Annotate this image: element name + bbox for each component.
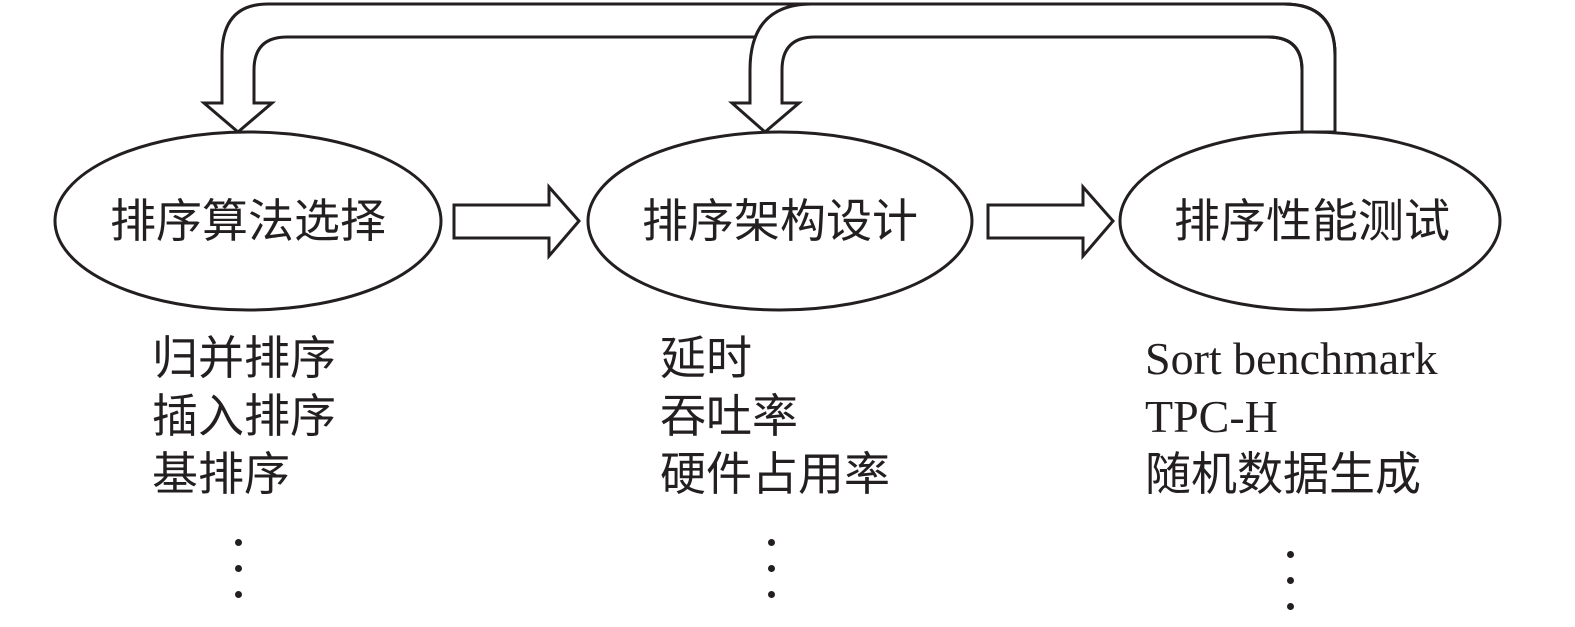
list-item: Sort benchmark xyxy=(1145,333,1438,384)
ellipsis-dot xyxy=(235,539,242,546)
node-algo-ellipse xyxy=(53,130,443,312)
test-benchmarks-list: Sort benchmark TPC-H 随机数据生成 xyxy=(1145,330,1438,504)
ellipsis-dot xyxy=(235,565,242,572)
ellipsis-dot xyxy=(1287,577,1294,584)
arch-metrics-list: 延时 吞吐率 硬件占用率 xyxy=(660,330,890,504)
list-item: 吞吐率 xyxy=(660,391,798,442)
ellipsis-dot xyxy=(235,591,242,598)
ellipsis-dot xyxy=(768,565,775,572)
forward-arrow-algo-to-arch xyxy=(452,183,581,261)
ellipsis-dot xyxy=(768,539,775,546)
list-item: 延时 xyxy=(660,333,752,384)
algo-examples-list: 归并排序 插入排序 基排序 xyxy=(152,330,336,504)
feedback-band-overlay xyxy=(815,6,1333,130)
forward-arrow-arch-to-test xyxy=(986,183,1115,261)
ellipsis-dot xyxy=(768,591,775,598)
list-item: 基排序 xyxy=(152,449,290,500)
list-item: 随机数据生成 xyxy=(1145,449,1421,500)
list-item: 硬件占用率 xyxy=(660,449,890,500)
list-item: 插入排序 xyxy=(152,391,336,442)
node-test-ellipse xyxy=(1118,130,1502,312)
node-algo-label: 排序算法选择 xyxy=(110,194,386,248)
node-arch-ellipse xyxy=(586,130,974,312)
node-arch-label: 排序架构设计 xyxy=(642,194,918,248)
ellipsis-dot xyxy=(1287,551,1294,558)
feedback-band-outline xyxy=(812,2,1337,132)
list-item: TPC-H xyxy=(1145,391,1278,442)
ellipsis-dot xyxy=(1287,603,1294,610)
list-item: 归并排序 xyxy=(152,333,336,384)
node-test-label: 排序性能测试 xyxy=(1174,194,1450,248)
